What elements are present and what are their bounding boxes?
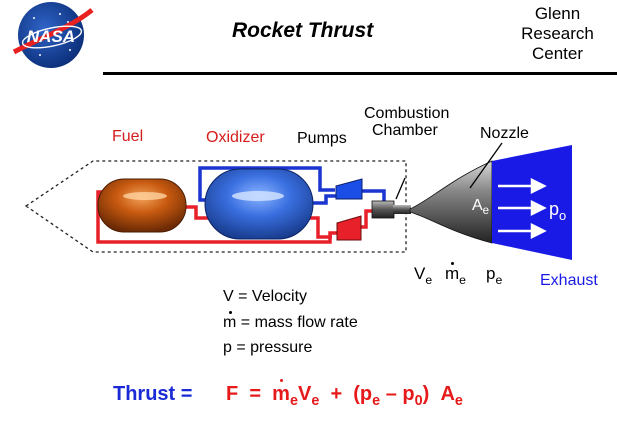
legend-pressure: p = pressure [223, 339, 313, 356]
legend-velocity: V = Velocity [223, 288, 308, 305]
nasa-logo: NASA [12, 2, 94, 68]
legend-mass-flow: m = mass flow rate [223, 311, 358, 331]
combustion-label: Combustion [364, 105, 450, 122]
pumps-label: Pumps [297, 130, 347, 147]
research-label: Research [521, 24, 594, 43]
oxidizer-line [198, 166, 335, 202]
fuel-tank [97, 178, 187, 233]
exit-pressure-var-label: pe [486, 264, 503, 287]
nozzle-label: Nozzle [480, 125, 529, 142]
thrust-label: Thrust = [113, 383, 193, 405]
glenn-label: Glenn [534, 4, 581, 23]
exhaust-arrows [498, 177, 547, 240]
exit-area-label: Ae [472, 197, 490, 218]
oxidizer-pump [335, 178, 363, 200]
thrust-formula: F = meVe + (pe – p0) Ae [226, 379, 463, 410]
fuel-label: Fuel [112, 128, 144, 145]
exhaust-label: Exhaust [540, 272, 598, 289]
header-rule [103, 72, 617, 75]
oxidizer-tank [204, 168, 314, 240]
chamber-label: Chamber [372, 122, 438, 139]
nasa-logo-text: NASA [27, 27, 75, 46]
page-title: Rocket Thrust [232, 19, 374, 42]
oxidizer-label: Oxidizer [206, 129, 265, 146]
exit-velocity-label: Ve [414, 264, 433, 287]
center-label: Center [531, 44, 584, 63]
fuel-pump [336, 215, 362, 241]
exit-mass-flow-label: me [445, 261, 466, 287]
combustion-chamber [371, 200, 395, 219]
exit-pressure-label: po [549, 199, 567, 223]
